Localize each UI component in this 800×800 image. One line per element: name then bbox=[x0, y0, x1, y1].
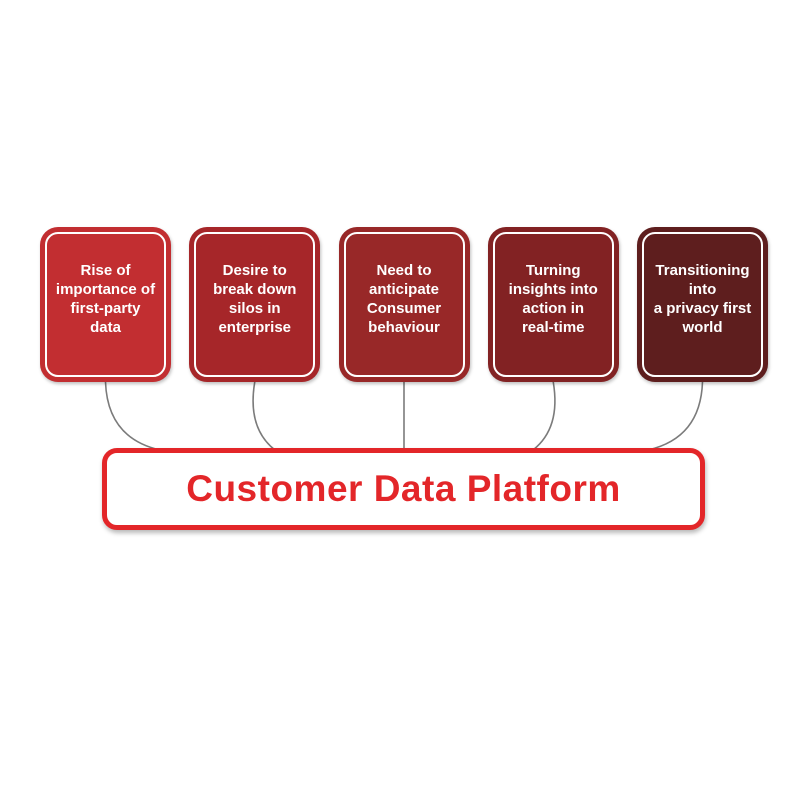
driver-box-label: Rise of importance of first-party data bbox=[55, 261, 156, 336]
driver-box-3: Need to anticipate Consumer behaviour bbox=[338, 227, 470, 382]
connector-line-4 bbox=[532, 381, 556, 451]
connector-line-2 bbox=[252, 381, 276, 451]
driver-box-1: Rise of importance of first-party data bbox=[40, 227, 171, 382]
driver-box-5: Transitioning into a privacy first world bbox=[637, 227, 768, 382]
driver-box-label: Transitioning into a privacy first world bbox=[653, 261, 752, 336]
connector-line-1 bbox=[104, 381, 161, 451]
platform-box: Customer Data Platform bbox=[102, 448, 705, 530]
driver-box-label: Need to anticipate Consumer behaviour bbox=[366, 261, 442, 336]
driver-box-label: Turning insights into action in real-tim… bbox=[508, 261, 598, 336]
connector-line-5 bbox=[647, 381, 704, 451]
driver-box-4: Turning insights into action in real-tim… bbox=[487, 227, 619, 382]
driver-box-label: Desire to break down silos in enterprise bbox=[213, 261, 297, 336]
driver-boxes-row: Rise of importance of first-party data D… bbox=[40, 227, 768, 382]
driver-box-2: Desire to break down silos in enterprise bbox=[189, 227, 321, 382]
platform-title: Customer Data Platform bbox=[186, 468, 621, 509]
